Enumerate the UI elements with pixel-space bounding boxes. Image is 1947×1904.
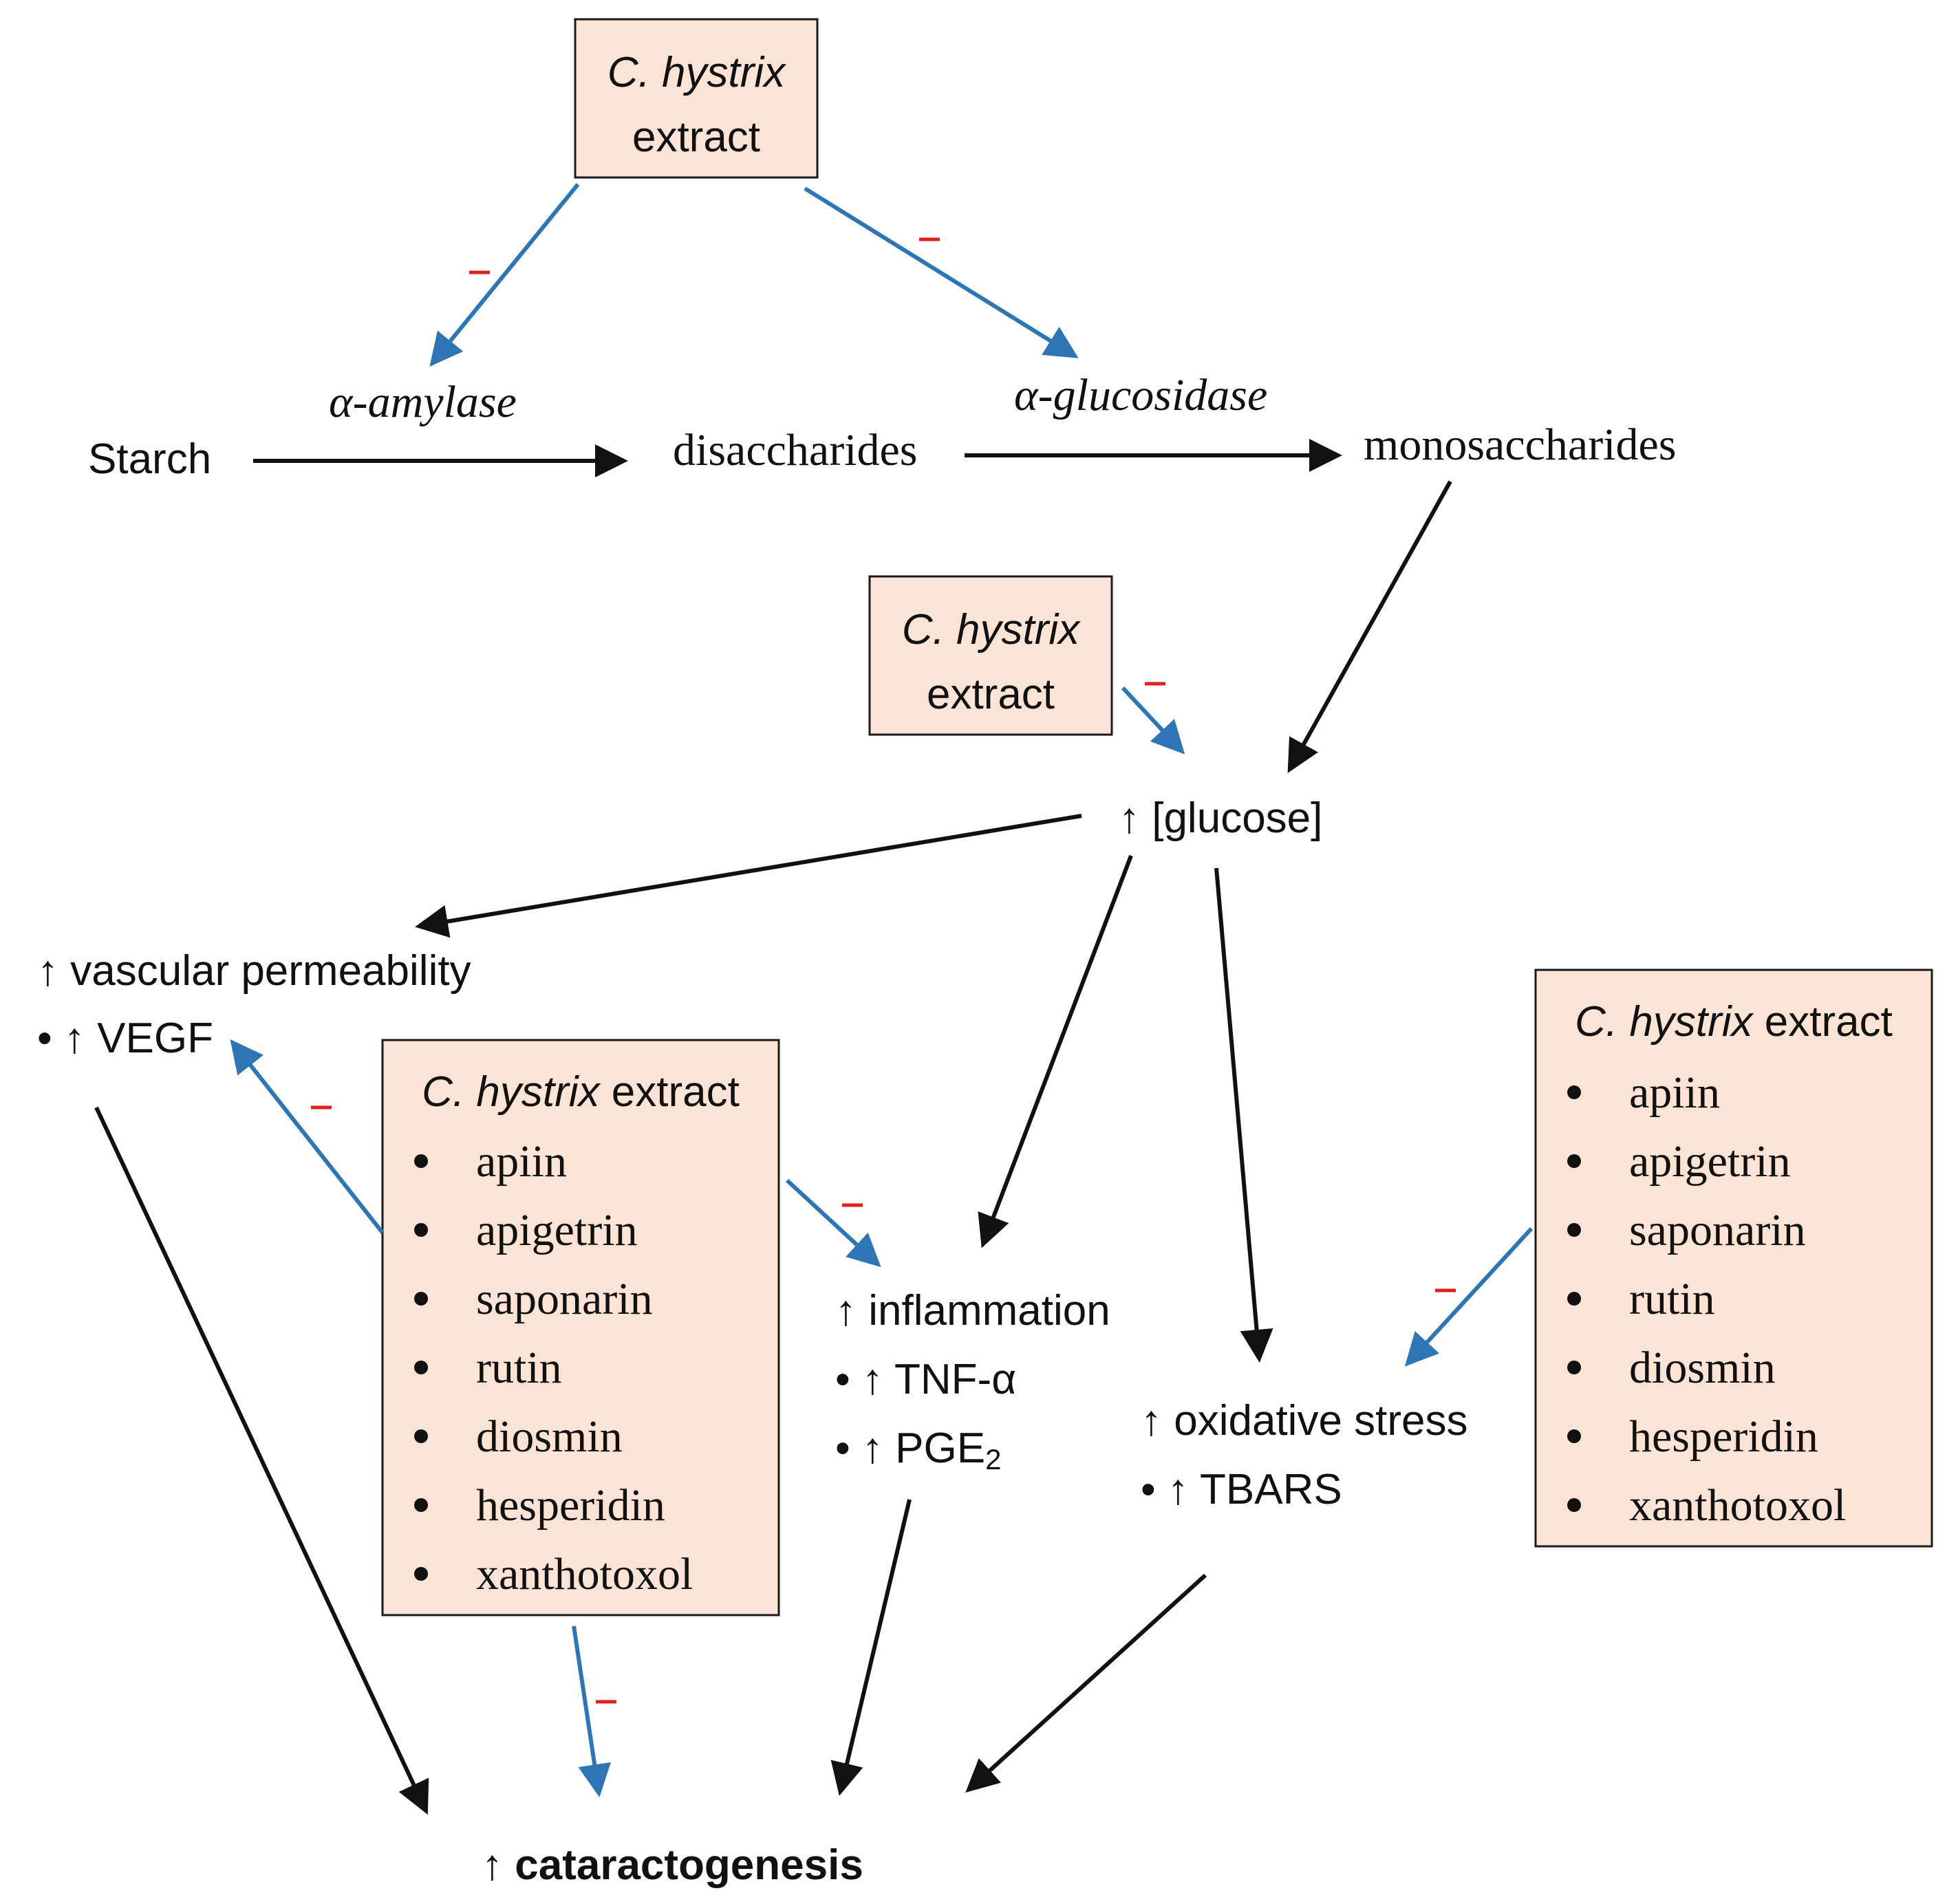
compound-hesperidin: hesperidin (1629, 1411, 1818, 1462)
inhibit-arrow-oxidative (1404, 1226, 1534, 1367)
compound-apiin: apiin (476, 1136, 567, 1187)
bullet (1567, 1154, 1581, 1168)
enzyme-glucosidase: α-glucosidase (1014, 370, 1267, 420)
bullet (414, 1567, 428, 1581)
compound-saponarin: saponarin (476, 1274, 653, 1324)
compound-apiin: apiin (1629, 1068, 1720, 1118)
extract-box-left: C. hystrix extract apiin apigetrin sapon… (381, 1039, 780, 1616)
bullet (1567, 1429, 1581, 1443)
extract-box-top: C. hystrix extract (574, 18, 819, 179)
compound-rutin: rutin (476, 1343, 562, 1393)
compound-list-left: apiin apigetrin saponarin rutin diosmin … (414, 1136, 693, 1599)
bullet (414, 1361, 428, 1374)
enzyme-amylase: α-amylase (329, 377, 517, 427)
arrow-monosaccharides-to-glucose (1287, 480, 1452, 773)
tbars-label: • ↑ TBARS (1141, 1466, 1342, 1513)
inhibit-arrow-amylase (429, 183, 580, 367)
compound-diosmin: diosmin (476, 1411, 623, 1462)
compound-list-right: apiin apigetrin saponarin rutin diosmin … (1567, 1068, 1846, 1530)
glucose-label: ↑ [glucose] (1119, 794, 1322, 842)
bullet (414, 1154, 428, 1168)
inhibit-arrow-inflammation (785, 1178, 881, 1268)
inhibit-arrow-cataractogenesis (572, 1625, 611, 1797)
extract-right-title: C. hystrix extract (1575, 998, 1893, 1046)
starch-label: Starch (88, 435, 211, 483)
arrow-inflammation-to-cataractogenesis (830, 1499, 912, 1796)
arrow-oxidative-to-cataractogenesis (965, 1573, 1207, 1793)
arrow-glucose-to-oxidative (1214, 867, 1273, 1363)
compound-saponarin: saponarin (1629, 1205, 1806, 1255)
monosaccharides-label: monosaccharides (1364, 420, 1677, 470)
bullet (1567, 1085, 1581, 1099)
inhibit-arrow-glucose (1121, 686, 1185, 755)
oxidative-stress-label: ↑ oxidative stress (1141, 1397, 1468, 1445)
extract-top-name: C. hystrix (607, 49, 786, 96)
pge2-label: • ↑ PGE2 (835, 1425, 1001, 1475)
inflammation-label: ↑ inflammation (835, 1287, 1110, 1334)
bullet (1567, 1223, 1581, 1237)
bullet (414, 1292, 428, 1306)
compound-rutin: rutin (1629, 1274, 1715, 1324)
vegf-label: • ↑ VEGF (37, 1015, 213, 1062)
inhibit-arrow-vegf (230, 1039, 385, 1234)
bullet (1567, 1498, 1581, 1512)
extract-middle-name: C. hystrix (902, 606, 1081, 653)
arrow-glucose-to-vascular (415, 814, 1082, 938)
compound-xanthotoxol: xanthotoxol (1629, 1480, 1846, 1530)
extract-middle-label: extract (927, 671, 1055, 718)
extract-box-middle: C. hystrix extract (868, 575, 1113, 736)
cataractogenesis-label: ↑ cataractogenesis (482, 1841, 863, 1889)
bullet (1567, 1361, 1581, 1374)
arrow-vegf-to-cataractogenesis (94, 1106, 429, 1815)
vascular-permeability-label: ↑ vascular permeability (37, 947, 471, 995)
extract-box-right: C. hystrix extract apiin apigetrin sapon… (1534, 969, 1933, 1548)
compound-apigetrin: apigetrin (1629, 1136, 1791, 1187)
extract-top-label: extract (632, 113, 760, 161)
bullet (1567, 1292, 1581, 1306)
tnf-label: • ↑ TNF-α (835, 1356, 1016, 1403)
compound-xanthotoxol: xanthotoxol (476, 1549, 693, 1599)
bullet (414, 1223, 428, 1237)
compound-hesperidin: hesperidin (476, 1480, 665, 1530)
bullet (414, 1429, 428, 1443)
inhibit-arrow-glucosidase (804, 186, 1079, 358)
bullet (414, 1498, 428, 1512)
arrow-glucose-to-inflammation (978, 854, 1133, 1248)
disaccharides-label: disaccharides (673, 425, 918, 475)
extract-left-title: C. hystrix extract (422, 1068, 740, 1116)
compound-apigetrin: apigetrin (476, 1205, 638, 1255)
compound-diosmin: diosmin (1629, 1343, 1776, 1393)
